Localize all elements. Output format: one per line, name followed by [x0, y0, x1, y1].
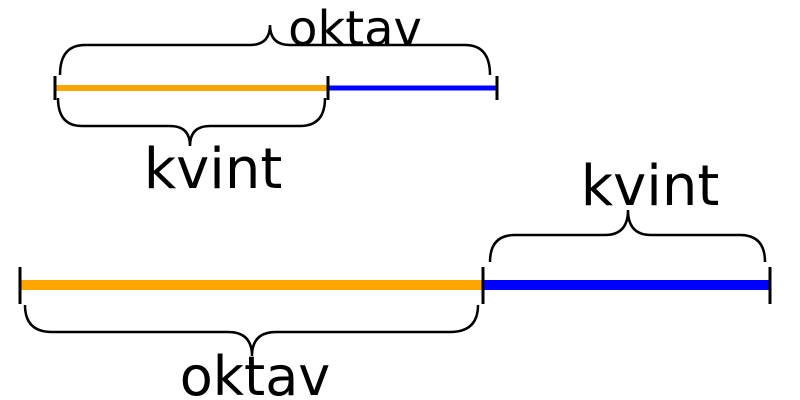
bottom-fifth-brace	[488, 209, 767, 263]
bottom-octave-label: oktav	[180, 345, 331, 400]
bottom-octave-brace	[23, 304, 480, 357]
top-fifth-brace	[56, 97, 327, 147]
top-fifth-label: kvint	[144, 137, 283, 202]
bottom-fifth-label: kvint	[581, 154, 720, 219]
top-octave-brace	[58, 24, 492, 76]
top-octave-label: oktav	[288, 1, 422, 57]
top-diagram: oktav kvint	[53, 1, 499, 202]
bottom-diagram: kvint oktav	[18, 154, 772, 400]
